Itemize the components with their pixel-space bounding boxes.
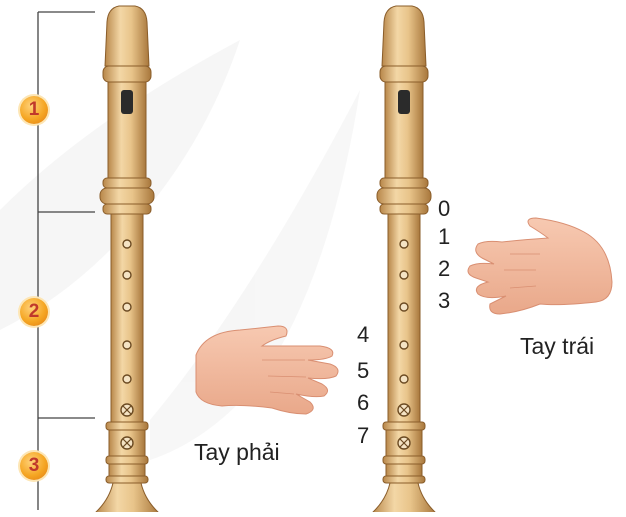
hole-number-7: 7	[357, 425, 369, 447]
section-badge-3: 3	[20, 452, 48, 480]
watermark-swoosh	[0, 40, 360, 460]
hole-number-1: 1	[438, 226, 450, 248]
hole-number-2: 2	[438, 258, 450, 280]
left-hand-illustration	[468, 218, 612, 314]
hole-number-3: 3	[438, 290, 450, 312]
section-badge-1: 1	[20, 96, 48, 124]
hole-number-5: 5	[357, 360, 369, 382]
recorder-right	[372, 6, 436, 512]
left-hand-label: Tay trái	[520, 335, 594, 358]
right-hand-label: Tay phải	[194, 441, 280, 464]
recorder-left	[95, 6, 159, 512]
section-badge-2: 2	[20, 298, 48, 326]
hole-number-6: 6	[357, 392, 369, 414]
hole-number-4: 4	[357, 324, 369, 346]
hole-number-0: 0	[438, 198, 450, 220]
right-hand-illustration	[196, 326, 338, 414]
